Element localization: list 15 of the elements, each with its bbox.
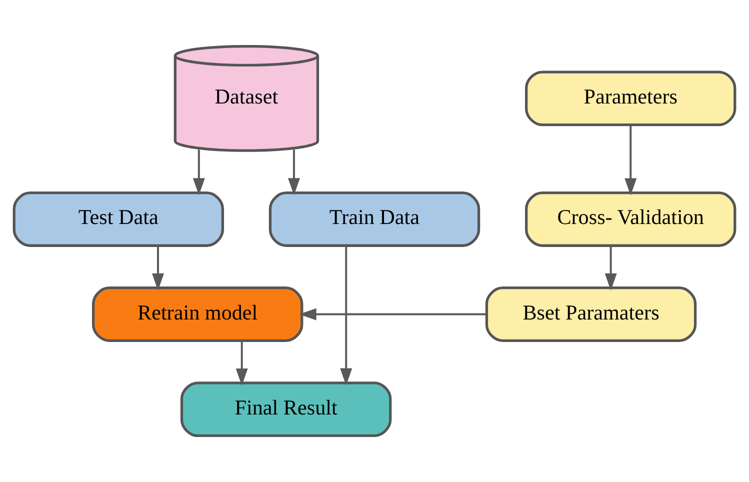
arrow: [624, 125, 637, 196]
arrow: [236, 340, 248, 386]
arrow: [340, 246, 352, 386]
arrow: [152, 246, 164, 291]
arrow: [192, 150, 205, 196]
node-box: Parameters: [525, 70, 736, 126]
node-box: Bset Paramaters: [485, 286, 697, 342]
arrow: [288, 150, 300, 196]
arrow: [299, 308, 487, 320]
node-box: Retrain model: [92, 286, 304, 342]
node-box: Test Data: [12, 192, 224, 247]
node-box: Cross- Validation: [525, 192, 736, 247]
node-box: Train Data: [268, 192, 480, 247]
arrow: [604, 246, 617, 291]
node-box: Final Result: [180, 382, 392, 438]
